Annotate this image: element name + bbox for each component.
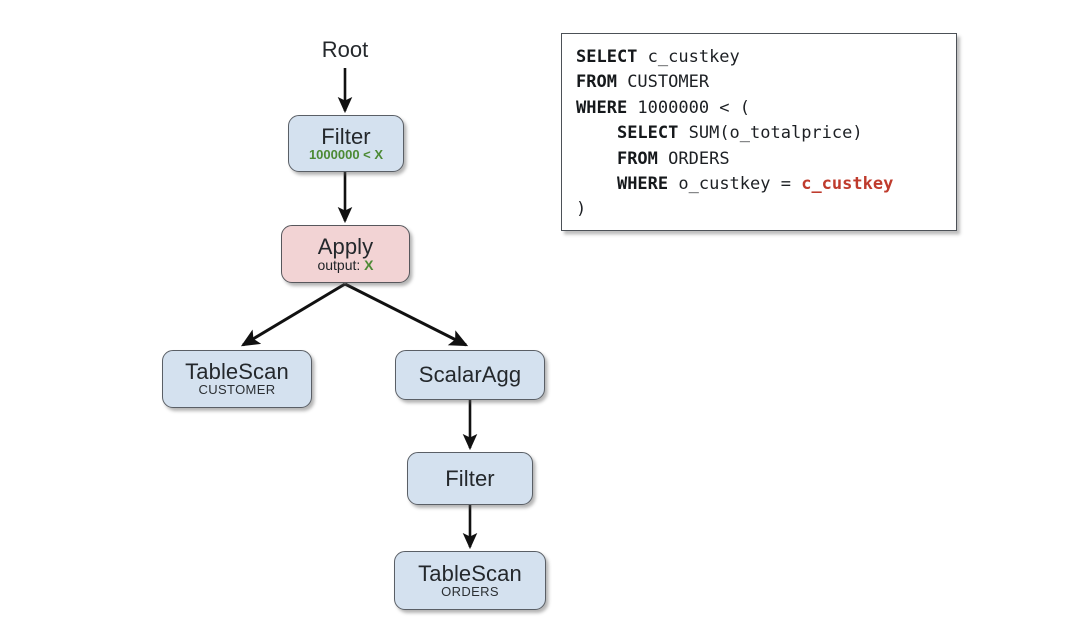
plan-node-filter-top[interactable]: Filter 1000000 < X — [288, 115, 404, 172]
plan-node-title: Apply — [317, 233, 374, 259]
plan-node-tablescan-orders[interactable]: TableScan ORDERS — [394, 551, 546, 610]
plan-node-title: Filter — [445, 465, 495, 491]
plan-node-title: TableScan — [418, 560, 522, 586]
plan-node-title: ScalarAgg — [418, 362, 522, 388]
sql-code-block: SELECT c_custkey FROM CUSTOMER WHERE 100… — [576, 47, 894, 220]
plan-node-predicate: 1000000 < X — [308, 146, 384, 162]
plan-node-scalaragg[interactable]: ScalarAgg — [395, 350, 545, 400]
plan-node-title: TableScan — [185, 359, 289, 385]
plan-node-filter-bottom[interactable]: Filter — [407, 452, 533, 505]
plan-node-output: output: X — [317, 256, 374, 273]
plan-node-apply[interactable]: Apply output: X — [281, 225, 410, 283]
plan-node-table: CUSTOMER — [198, 382, 276, 398]
edge-apply-to-tablescan-customer — [240, 282, 346, 347]
output-variable: X — [364, 256, 374, 273]
root-label: Root — [321, 37, 369, 62]
plan-node-table: ORDERS — [441, 583, 499, 599]
plan-node-title: Filter — [321, 123, 371, 149]
sql-query-panel: SELECT c_custkey FROM CUSTOMER WHERE 100… — [561, 33, 957, 231]
edge-apply-to-scalaragg — [344, 282, 469, 347]
plan-node-tablescan-customer[interactable]: TableScan CUSTOMER — [162, 350, 312, 408]
